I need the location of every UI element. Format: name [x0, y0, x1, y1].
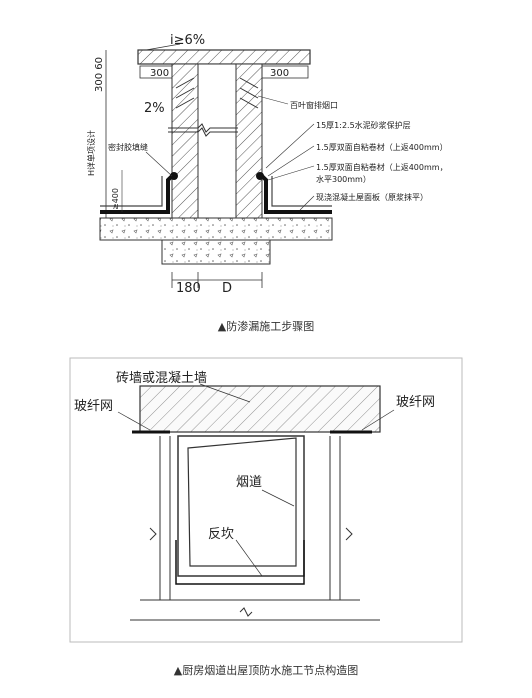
- chase-walls: [130, 436, 380, 621]
- callout-membrane-1: 1.5厚双面自粘卷材（上返400mm）: [316, 142, 448, 152]
- caption-figure-1: ▲防渗漏施工步骤图: [217, 320, 315, 333]
- flue-outer: [177, 435, 305, 577]
- caption-figure-2: ▲厨房烟道出屋顶防水施工节点构造图: [173, 664, 359, 677]
- chimney-cap: [137, 49, 311, 65]
- dim-180-label: 180: [176, 281, 201, 296]
- sealant-left: [170, 172, 178, 180]
- figure-1-flashing-detail: i≥6% 300 300 300 60 2%: [86, 33, 448, 296]
- roof-slab: [99, 217, 333, 241]
- mesh-right-leader: [361, 409, 395, 431]
- figure-2-section: 砖墙或混凝土墙 玻纤网 玻纤网 烟道 反坎: [69, 357, 463, 643]
- fankan-leader: [235, 539, 263, 577]
- callout-louvre: 百叶窗排烟口: [290, 100, 338, 110]
- slope-top-label: i≥6%: [170, 33, 205, 48]
- sealant-right: [256, 172, 264, 180]
- callout-protective: 15厚1:2.5水泥砂浆保护层: [316, 120, 411, 130]
- mesh-left-label: 玻纤网: [74, 399, 113, 414]
- louvre-vents: [175, 77, 259, 109]
- fankan-label: 反坎: [208, 527, 234, 542]
- protective-layer-right: [271, 176, 332, 207]
- dim-d-label: D: [222, 281, 232, 296]
- wall-leader: [199, 383, 251, 403]
- wall-block: [139, 385, 381, 433]
- mesh-left-leader: [117, 411, 151, 431]
- fig2-break-bottom: [239, 607, 253, 617]
- callout-membrane-2a: 1.5厚双面自粘卷材（上返400mm，: [316, 162, 448, 172]
- flue-leader: [261, 489, 295, 507]
- dim-300-right: 300: [270, 68, 289, 79]
- fankan-curb: [175, 540, 305, 585]
- fig2-break-left: [149, 527, 157, 541]
- slope-2-label: 2%: [144, 101, 165, 116]
- membrane-right: [260, 174, 332, 214]
- sealant-label: 密封胶填缝: [108, 142, 148, 152]
- dim-300-left: 300: [150, 68, 169, 79]
- sealant-leader: [145, 151, 173, 177]
- callout-membrane-2b: 水平300mm）: [316, 174, 371, 184]
- flue-label: 烟道: [236, 475, 262, 490]
- callout-slab: 现浇混凝土屋面板（原浆抹平）: [316, 192, 428, 202]
- slab-drop: [161, 239, 271, 265]
- membrane-left: [100, 174, 174, 214]
- mesh-right-label: 玻纤网: [396, 395, 435, 410]
- cap-slope-arrow: [145, 43, 181, 51]
- fig2-break-right: [345, 527, 353, 541]
- wall-label: 砖墙或混凝土墙: [116, 370, 207, 386]
- break-marks: [168, 123, 238, 137]
- h-label: H详单项设计: [86, 130, 96, 176]
- protective-layer-left: [100, 176, 163, 207]
- flue-inner: [187, 437, 297, 567]
- callout-leaders: [257, 95, 315, 211]
- vertical-dim-label: 300 60: [94, 57, 105, 92]
- ge400-label: ≥400: [111, 188, 120, 210]
